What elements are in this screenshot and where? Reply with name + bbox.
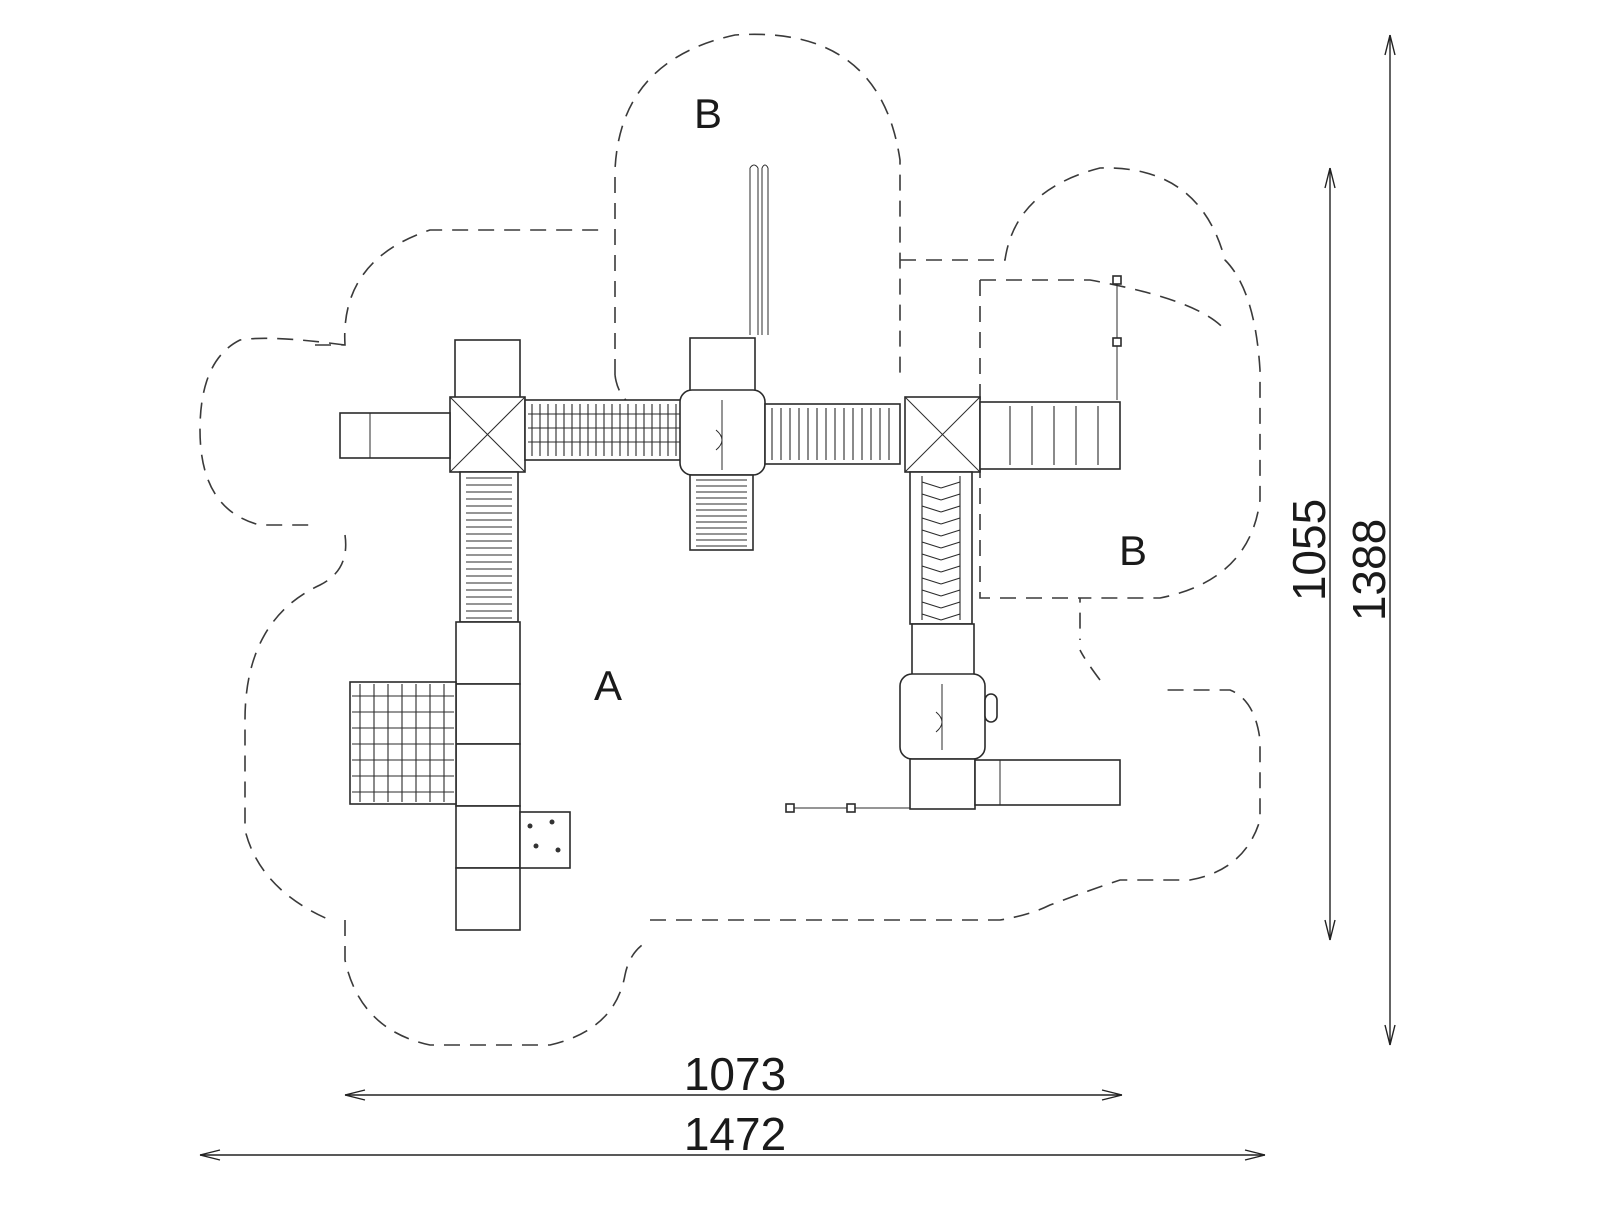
- slide-left: [339, 412, 451, 459]
- deck-panel: [454, 339, 521, 399]
- dimension-label-inner-height: 1055: [1283, 499, 1335, 601]
- bridge-top-right: [764, 403, 901, 465]
- dimension-outer-height: 1388: [1343, 34, 1396, 1046]
- ladder-section: [459, 471, 519, 623]
- center-tower: [679, 164, 769, 551]
- deck-panel: [909, 758, 976, 810]
- zone-label-b-top: B: [694, 90, 722, 137]
- left-tower-column: [339, 339, 571, 931]
- ladder-section: [689, 474, 754, 551]
- climbing-net: [349, 681, 457, 805]
- dimension-label-inner-width: 1073: [684, 1048, 786, 1100]
- zone-label-b-right: B: [1119, 527, 1147, 574]
- deck-panel: [455, 621, 521, 685]
- dimension-label-outer-width: 1472: [684, 1108, 786, 1160]
- bridge-top-left: [524, 399, 683, 461]
- dimension-label-outer-height: 1388: [1343, 519, 1395, 621]
- deck-panel: [689, 337, 756, 399]
- safety-zone-a: [199, 229, 1261, 1046]
- safety-zone-b-right: [900, 167, 1261, 640]
- zone-label-a: A: [594, 662, 622, 709]
- dimension-outer-width: 1472: [199, 1108, 1266, 1161]
- bridge-deck: [764, 403, 901, 465]
- slide-right: [974, 759, 1121, 806]
- dimension-inner-height: 1055: [1283, 167, 1336, 941]
- climbing-wall: [519, 811, 571, 869]
- deck-panel: [455, 867, 521, 931]
- deck-panel: [455, 805, 521, 869]
- deck-panel: [455, 683, 521, 745]
- right-tower: [785, 275, 1122, 813]
- bridge-deck: [979, 401, 1121, 470]
- dimension-inner-width: 1073: [344, 1048, 1123, 1101]
- deck-panel: [455, 743, 521, 807]
